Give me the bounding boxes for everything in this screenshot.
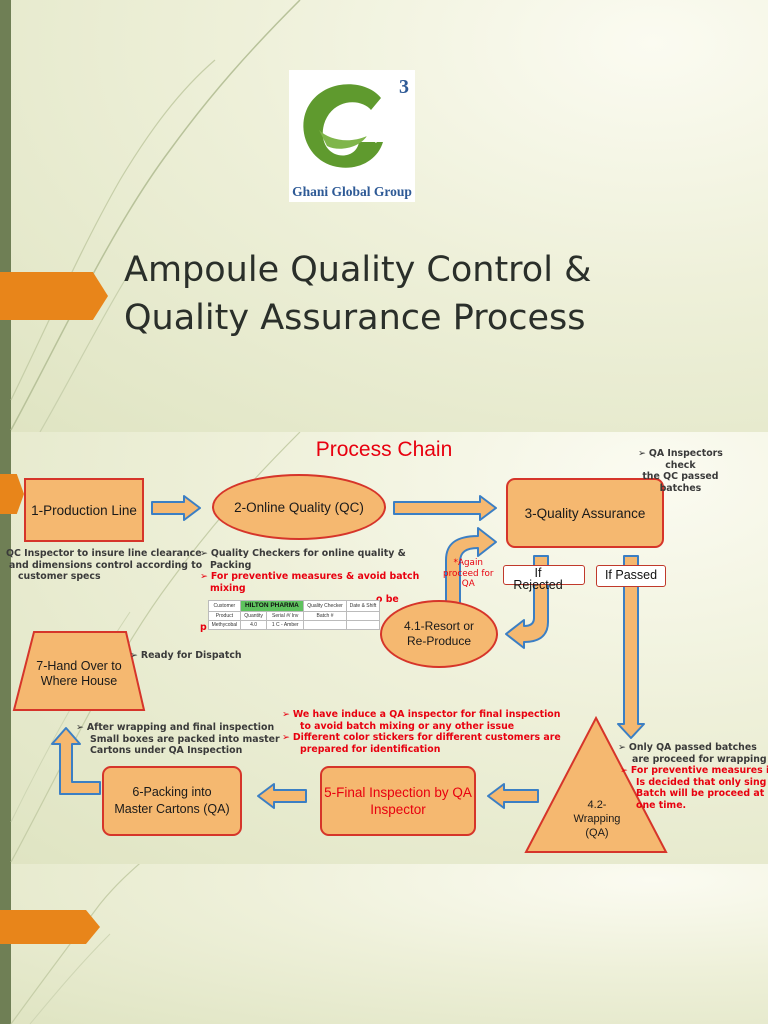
note-line: are proceed for wrapping bbox=[632, 753, 767, 765]
arrow-5-to-6 bbox=[257, 783, 307, 809]
step-wrapping: 4.2-Wrapping (QA) bbox=[573, 799, 621, 839]
logo-company-name: Ghani Global Group bbox=[292, 184, 412, 199]
table-cell: Batch # bbox=[303, 610, 347, 621]
if-rejected-text: If Rejected bbox=[513, 566, 563, 592]
logo-superscript: 3 bbox=[399, 76, 409, 98]
decorative-swirl bbox=[10, 0, 301, 432]
arrow-4-2-to-5 bbox=[487, 783, 539, 809]
table-cell: 4.0 bbox=[239, 619, 268, 631]
ready-dispatch-note: ➢Ready for Dispatch bbox=[130, 650, 242, 661]
orange-tab-marker bbox=[0, 910, 100, 944]
only-qa-passed-note: ➢Only QA passed batches are proceed for … bbox=[618, 742, 767, 765]
company-logo: 3 Ghani Global Group bbox=[289, 70, 415, 202]
note-line: Packing bbox=[210, 559, 252, 571]
note-line: mixing bbox=[210, 582, 246, 594]
table-cell bbox=[303, 619, 347, 631]
note-line: one time. bbox=[636, 799, 687, 811]
step-final-inspection: 5-Final Inspection by QA Inspector bbox=[320, 766, 476, 836]
step-online-qc: 2-Online Quality (QC) bbox=[212, 474, 386, 540]
again-proceed-note: *Again proceed for QA bbox=[443, 558, 494, 590]
quality-checkers-note: ➢Quality Checkers for online quality & P… bbox=[200, 548, 436, 633]
after-wrapping-note: ➢After wrapping and final inspection Sma… bbox=[76, 722, 280, 756]
step-packing: 6-Packing into Master Cartons (QA) bbox=[102, 766, 242, 836]
shapes-layer bbox=[12, 631, 668, 853]
qc-inspector-note: QC Inspector to insure line clearance an… bbox=[6, 548, 202, 583]
again-proceed-line: QA bbox=[461, 579, 475, 589]
note-line: prepared for identification bbox=[300, 743, 441, 755]
note-line: We have induce a QA inspector for final … bbox=[292, 709, 561, 720]
process-chain-title: Process Chain bbox=[315, 438, 453, 461]
customer-sticker-table: Customer HILTON PHARMA Quality Checker D… bbox=[208, 600, 381, 631]
step-quality-assurance: 3-Quality Assurance bbox=[506, 478, 664, 548]
note-line: batches bbox=[659, 482, 702, 494]
note-line: Small boxes are packed into master bbox=[90, 733, 280, 745]
note-line: the QC passed bbox=[642, 471, 719, 482]
table-cell: Methycobal bbox=[208, 619, 241, 631]
table-cell: Date & Shift bbox=[345, 600, 381, 612]
table-cell: 1 C - Amber bbox=[266, 619, 305, 631]
note-line: QC Inspector to insure line clearance bbox=[6, 548, 202, 559]
step-production-line: 1-Production Line bbox=[24, 478, 144, 542]
preventive-right-note: ➢For preventive measures i Is decided th… bbox=[620, 765, 768, 811]
note-line: p bbox=[200, 621, 207, 633]
table-cell: Quantity bbox=[239, 610, 268, 621]
step-resort: 4.1-Resort or Re-Produce bbox=[380, 600, 498, 668]
note-line: Batch will be proceed at bbox=[636, 788, 765, 799]
again-proceed-line: proceed for bbox=[443, 568, 494, 579]
step-handover: 7-Hand Over to Where House bbox=[36, 659, 122, 688]
arrow-1-to-2 bbox=[151, 495, 201, 521]
note-line: Cartons under QA Inspection bbox=[90, 745, 243, 756]
orange-tab-marker bbox=[0, 272, 108, 320]
qa-inspector-final-note: ➢We have induce a QA inspector for final… bbox=[282, 709, 561, 755]
qa-inspectors-note: ➢QA Inspectors check the QC passed batch… bbox=[638, 448, 723, 494]
left-accent-bar bbox=[0, 864, 11, 1024]
note-line: For preventive measures i bbox=[630, 765, 768, 776]
table-cell: Customer bbox=[208, 600, 241, 612]
if-rejected-label: If Rejected bbox=[503, 565, 585, 591]
next-slide-preview bbox=[0, 864, 768, 1024]
if-passed-label: If Passed bbox=[596, 565, 666, 587]
note-line: o be bbox=[376, 594, 399, 605]
arrow-2-to-3 bbox=[393, 495, 497, 521]
note-line: Different color stickers for different c… bbox=[292, 732, 561, 743]
wrapping-triangle-shape bbox=[524, 715, 668, 853]
note-line: to avoid batch mixing or any other issue bbox=[300, 720, 515, 732]
title-line-1: Ampoule Quality Control & bbox=[124, 250, 592, 290]
handover-trapezoid-shape bbox=[12, 631, 146, 711]
slide-title: Ampoule Quality Control & Quality Assura… bbox=[124, 246, 744, 342]
note-line: After wrapping and final inspection bbox=[86, 722, 275, 733]
note-line: For preventive measures & avoid batch bbox=[210, 571, 420, 582]
again-proceed-line: *Again bbox=[453, 558, 483, 568]
decorative-swirl bbox=[10, 864, 141, 1024]
note-line: customer specs bbox=[18, 571, 101, 582]
process-chain-slide: Process Chain 1-Production Line 2-Online… bbox=[0, 432, 768, 864]
left-accent-bar bbox=[0, 0, 11, 432]
g3-logo-icon bbox=[303, 84, 383, 168]
table-cell: Quality Checker bbox=[303, 600, 347, 612]
arrow-resort-to-qa bbox=[445, 527, 497, 611]
note-line: QA Inspectors bbox=[648, 448, 723, 459]
note-line: Ready for Dispatch bbox=[140, 650, 242, 661]
title-slide: 3 Ghani Global Group Ampoule Quality Con… bbox=[0, 0, 768, 432]
title-line-2: Quality Assurance Process bbox=[124, 298, 586, 338]
table-cell: Product bbox=[208, 610, 241, 621]
table-cell: Serial #/ Inv bbox=[266, 610, 305, 621]
table-cell: HILTON PHARMA bbox=[239, 600, 305, 612]
note-line: Only QA passed batches bbox=[628, 742, 757, 753]
note-line: Quality Checkers for online quality & bbox=[210, 548, 406, 559]
arrow-6-to-7 bbox=[51, 727, 101, 795]
table-cell bbox=[345, 619, 381, 631]
note-line: check bbox=[665, 459, 696, 471]
table-cell bbox=[345, 610, 381, 621]
note-line: Is decided that only sing bbox=[636, 776, 767, 788]
note-line: and dimensions control according to bbox=[9, 559, 203, 571]
left-accent-bar bbox=[0, 432, 11, 864]
